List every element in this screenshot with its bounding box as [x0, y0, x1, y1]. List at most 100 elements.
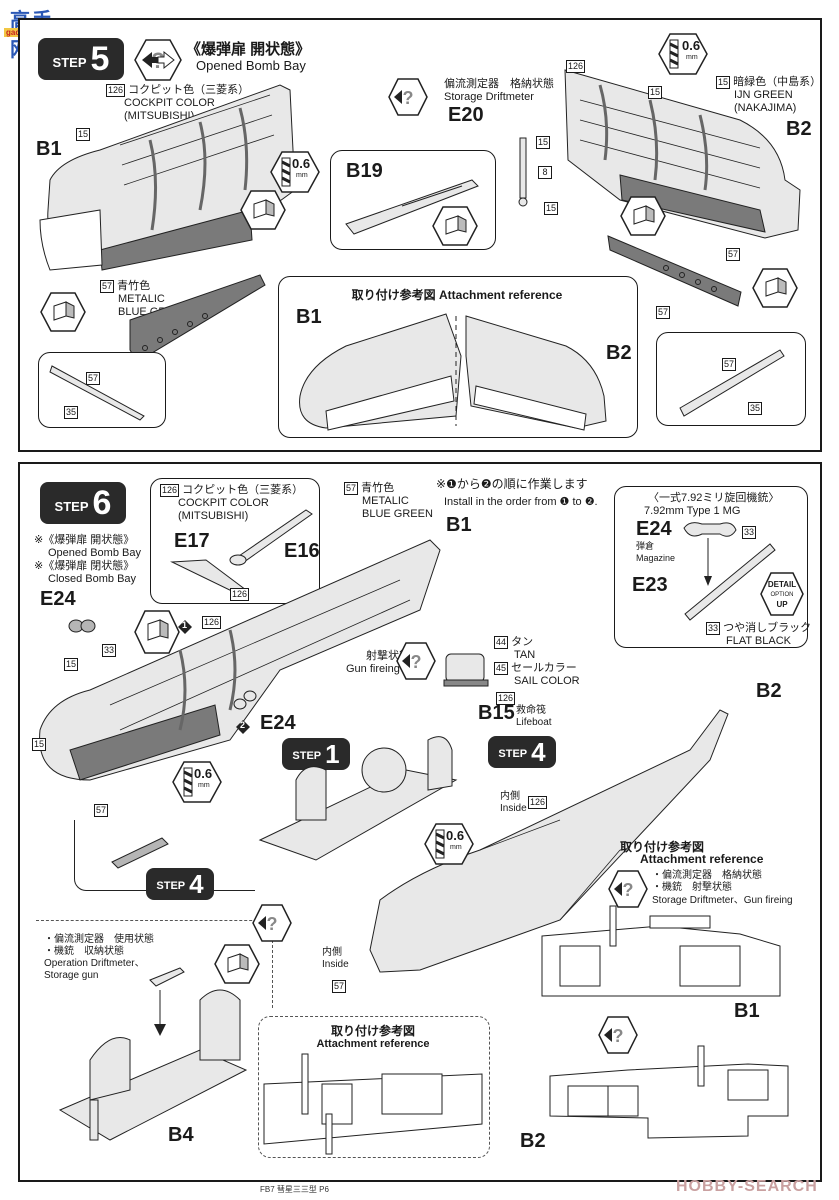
- magazine-en: Magazine: [636, 553, 676, 563]
- attachment-reference-title-jp: 取り付け参考図: [620, 840, 705, 854]
- part-e24-label: E24: [260, 712, 296, 734]
- note-line: ・偏流測定器 格納状態: [652, 870, 762, 881]
- color-15-tag: 15: [64, 654, 79, 672]
- tan-callout: 44 タン TAN: [494, 636, 535, 662]
- note-jp: ※《爆弾扉 閉状態》: [34, 560, 135, 572]
- color-126-tag: 126: [230, 584, 250, 602]
- badge-line: UP: [776, 600, 788, 609]
- drill-hole-icon: [172, 761, 222, 803]
- fuselage-half-b1-assembly-drawing: [39, 539, 441, 781]
- part-e24-label: E24: [636, 518, 672, 540]
- color-code: 33: [706, 622, 721, 635]
- color-15-tag: 15: [32, 734, 47, 752]
- machine-gun-inset: [614, 486, 808, 648]
- part-b4-label: B4: [168, 1124, 194, 1146]
- mg-title-jp: 〈一式7.92ミリ旋回機銃〉: [648, 492, 780, 504]
- part-b2-label: B2: [520, 1130, 546, 1152]
- attachment-reference-center: [258, 1016, 490, 1158]
- color-57-tag: 57: [656, 302, 671, 320]
- alternate-divider-side: [272, 940, 273, 1008]
- color-code: 126: [160, 484, 180, 497]
- detail-option-up-text: DETAIL OPTION UP: [760, 580, 804, 609]
- color-code: 8: [538, 166, 552, 179]
- drill-size: 0.6: [446, 828, 465, 843]
- part-b15-label: B15: [478, 702, 515, 724]
- attachment-reference-drawing: [299, 313, 607, 431]
- cutaway-b1-drawing: [541, 905, 781, 997]
- part-b1-label: B1: [296, 306, 322, 328]
- attachment-reference-notes: ・偏流測定器 格納状態 ・機銃 射撃状態: [652, 870, 762, 894]
- lifeboat-jp: 救命筏: [516, 705, 546, 716]
- color-code: 15: [32, 738, 47, 751]
- svg-text:?: ?: [623, 880, 634, 900]
- fuselage-half-b2-drawing: [564, 69, 801, 239]
- hobby-search-watermark: HOBBY-SEARCH: [676, 1178, 818, 1195]
- option-line: ・偏流測定器 使用状態: [44, 934, 154, 945]
- title-en: Attachment reference: [438, 288, 563, 302]
- step-word: STEP: [292, 750, 322, 762]
- step-number: 5: [90, 40, 110, 78]
- part-e16-label: E16: [284, 540, 320, 562]
- color-en-2: (MITSUBISHI): [178, 510, 249, 522]
- color-35-tag: 35: [748, 398, 763, 416]
- color-jp: つや消しブラック: [723, 622, 812, 634]
- cutaway-b2-drawing: [549, 1045, 789, 1139]
- alternate-divider-top: [36, 920, 272, 921]
- step1-reference-badge: STEP 1: [282, 738, 350, 770]
- driftmeter-jp: 偏流測定器 格納状態: [444, 78, 554, 90]
- b19-part-drawing: [345, 179, 479, 235]
- color-126-tag: 126: [202, 612, 222, 630]
- lifeboat-en: Lifeboat: [516, 717, 552, 728]
- color-code: 126: [106, 84, 126, 97]
- step-word: STEP: [498, 748, 528, 760]
- note-line: ・機銃 射撃状態: [652, 882, 732, 893]
- color-code: 33: [742, 526, 757, 539]
- inside-en: Inside: [322, 959, 349, 970]
- color-en: METALIC: [118, 293, 165, 305]
- alternate-option-icon: ?: [608, 870, 648, 908]
- color-35-tag: 35: [64, 402, 79, 420]
- inside-jp: 内側: [500, 791, 520, 802]
- color-code: 15: [536, 136, 551, 149]
- color-jp: セールカラー: [511, 662, 577, 674]
- title-jp: 取り付け参考図: [351, 288, 436, 302]
- drill-hole-icon: [270, 151, 320, 193]
- cockpit-color-callout: 126 コクピット色（三菱系） COCKPIT COLOR (MITSUBISH…: [160, 484, 303, 523]
- inside-en: Inside: [500, 803, 527, 814]
- step-number: 4: [189, 869, 204, 899]
- step-word: STEP: [156, 880, 186, 892]
- color-code: 126: [528, 796, 548, 809]
- part-b1-label: B1: [734, 1000, 760, 1022]
- color-jp: 暗緑色（中島系）: [733, 76, 822, 88]
- magazine-part-drawing: [233, 690, 257, 710]
- color-en-2: (NAKAJIMA): [734, 102, 797, 114]
- color-code: 57: [726, 248, 741, 261]
- color-en: SAIL COLOR: [514, 675, 580, 687]
- color-code: 44: [494, 636, 509, 649]
- color-jp: コクピット色（三菱系）: [128, 84, 250, 96]
- color-en-2: BLUE GREEN: [362, 508, 433, 520]
- svg-text:?: ?: [403, 88, 414, 108]
- color-code: 15: [716, 76, 731, 89]
- magazine-part-drawing: [68, 619, 96, 633]
- color-57-tag: 57: [726, 244, 741, 262]
- cement-icon: [432, 206, 478, 246]
- step4-reference-badge: STEP 4: [488, 736, 556, 768]
- driftmeter-part-drawing: [518, 137, 528, 207]
- step5-variant-jp: 《爆弾扉 開状態》: [186, 41, 311, 58]
- color-code: 45: [494, 662, 509, 675]
- color-code: 15: [648, 86, 663, 99]
- door-edge-part-drawing: [679, 349, 785, 417]
- option-line: Storage gun: [44, 970, 99, 981]
- drill-unit: mm: [450, 844, 462, 851]
- sail-color-callout: 45 セールカラー SAIL COLOR: [494, 662, 580, 688]
- drill-size: 0.6: [292, 156, 311, 171]
- mg-title-en: 7.92mm Type 1 MG: [644, 505, 741, 517]
- color-en-2: (MITSUBISHI): [124, 110, 195, 122]
- color-en: METALIC: [362, 495, 409, 507]
- drill-unit: mm: [198, 782, 210, 789]
- color-33-tag: 33: [102, 640, 117, 658]
- part-e17-label: E17: [174, 530, 210, 552]
- step4-part-drawing: [111, 837, 169, 869]
- color-code: 126: [202, 616, 222, 629]
